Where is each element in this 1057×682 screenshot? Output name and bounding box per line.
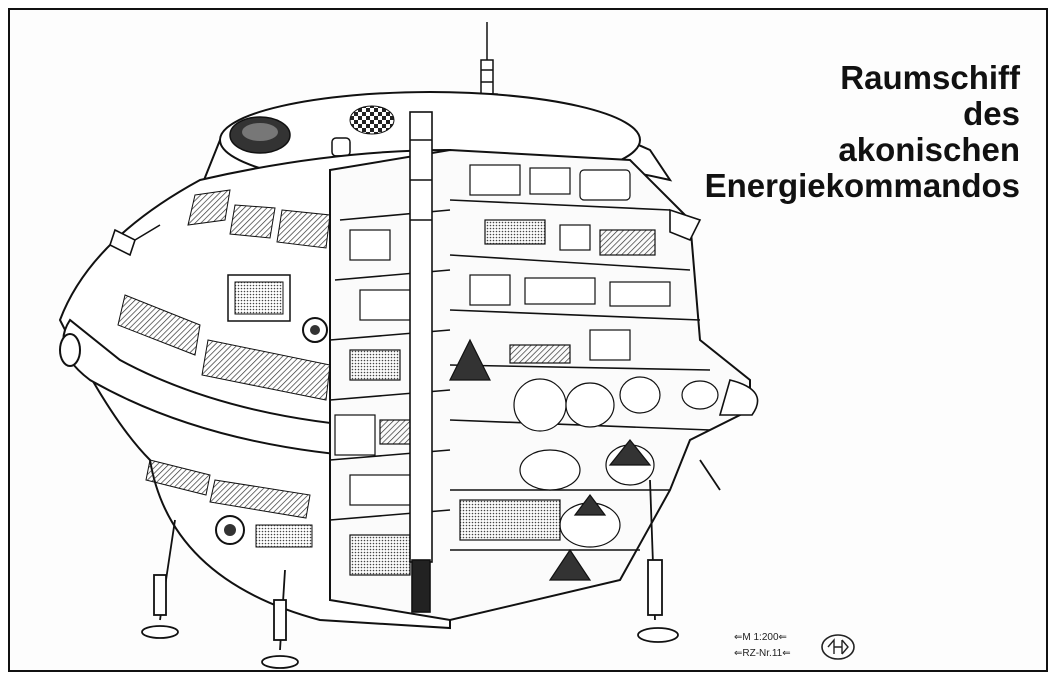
rz-arrow-left: ⇐ [734,648,743,659]
scale-arrow-left: ⇐ [734,632,743,643]
central-shaft [409,111,433,613]
page-title: Raumschiff des akonischen Energiekommand… [705,60,1020,204]
scale-arrow-right: ⇐ [778,632,787,643]
cutaway-decks [329,199,711,551]
publisher-logo-icon [821,634,855,660]
landing-legs [141,459,721,669]
rz-label: ⇐RZ-Nr.11⇐ [734,648,791,659]
spaceship-cutaway-illustration [58,22,759,669]
scale-label: ⇐M 1:200⇐ [734,632,787,643]
title-line-4: Energiekommandos [704,167,1020,204]
rz-arrow-right: ⇐ [782,648,791,659]
window-band-upper [187,189,331,249]
scale-stamp: ⇐M 1:200⇐ ⇐RZ-Nr.11⇐ [734,630,864,670]
title-line-2: des [963,95,1020,132]
scale-value: M 1:200 [742,632,779,643]
page-frame: Raumschiff des akonischen Energiekommand… [8,8,1048,672]
title-line-3: akonischen [838,131,1020,168]
title-line-1: Raumschiff [840,59,1020,96]
rz-value: RZ-Nr.11 [742,648,783,659]
